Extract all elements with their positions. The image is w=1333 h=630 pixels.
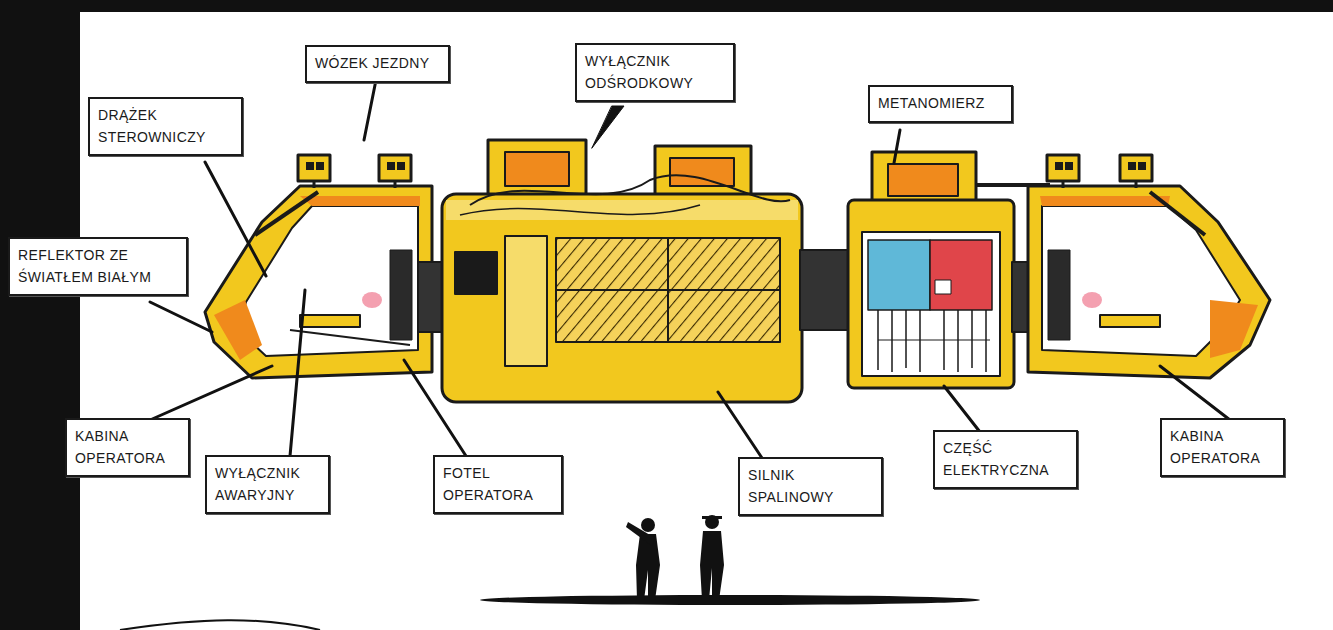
- part-label: DRĄŻEK STEROWNICZY: [98, 105, 233, 148]
- part-label: REFLEKTOR ZE ŚWIATŁEM BIAŁYM: [18, 245, 178, 288]
- part-label: WYŁĄCZNIK AWARYJNY: [215, 463, 320, 506]
- page-border: [0, 0, 1333, 12]
- callout-box: REFLEKTOR ZE ŚWIATŁEM BIAŁYM: [8, 237, 188, 296]
- leader-lines: [150, 80, 1230, 458]
- ground-curve: [120, 620, 320, 630]
- part-label: CZĘŚĆ ELEKTRYCZNA: [943, 438, 1068, 481]
- callout-box: FOTEL OPERATORA: [433, 455, 563, 514]
- right-cabin: [1012, 155, 1270, 378]
- page-border: [0, 0, 80, 630]
- callout-box: CZĘŚĆ ELEKTRYCZNA: [933, 430, 1078, 489]
- callout-box: SILNIK SPALINOWY: [738, 457, 883, 516]
- part-label: FOTEL OPERATORA: [443, 463, 553, 506]
- electrical-part: [848, 152, 1050, 388]
- callout-box: DRĄŻEK STEROWNICZY: [88, 97, 243, 156]
- callout-box: WYŁĄCZNIK ODŚRODKOWY: [575, 43, 735, 102]
- part-label: WÓZEK JEZDNY: [315, 53, 440, 75]
- part-label: WYŁĄCZNIK ODŚRODKOWY: [585, 51, 725, 94]
- part-label: SILNIK SPALINOWY: [748, 465, 873, 508]
- part-label: KABINA OPERATORA: [1170, 426, 1275, 469]
- part-label: METANOMIERZ: [878, 93, 1003, 115]
- callout-box: KABINA OPERATORA: [1160, 418, 1285, 477]
- combustion-engine: [442, 140, 850, 402]
- callout-box: WYŁĄCZNIK AWARYJNY: [205, 455, 330, 514]
- callout-box: KABINA OPERATORA: [65, 418, 190, 477]
- callout-box: METANOMIERZ: [868, 85, 1013, 123]
- people-silhouettes: [480, 515, 980, 605]
- callout-box: WÓZEK JEZDNY: [305, 45, 450, 83]
- part-label: KABINA OPERATORA: [75, 426, 180, 469]
- left-cabin: [205, 155, 446, 378]
